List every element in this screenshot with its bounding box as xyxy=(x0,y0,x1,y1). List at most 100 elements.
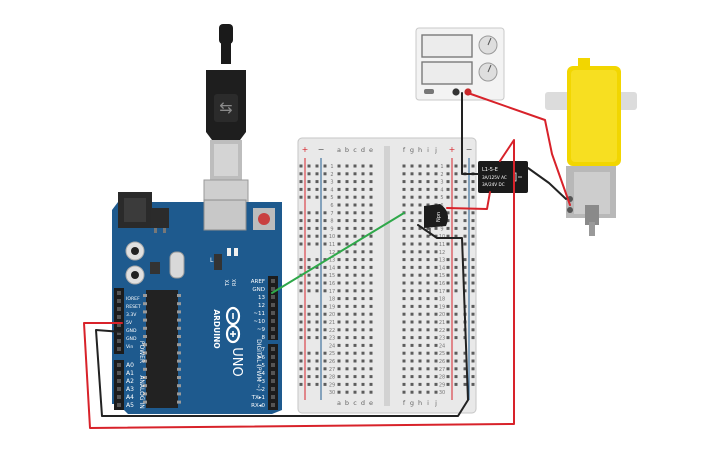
rail-hole[interactable] xyxy=(471,226,475,230)
rail-hole[interactable] xyxy=(463,273,467,277)
rail-hole[interactable] xyxy=(315,328,319,332)
rail-hole[interactable] xyxy=(471,180,475,184)
breadboard-hole[interactable] xyxy=(369,359,373,363)
rail-hole[interactable] xyxy=(463,180,467,184)
breadboard-hole[interactable] xyxy=(402,351,406,355)
rail-hole[interactable] xyxy=(454,351,458,355)
rail-hole[interactable] xyxy=(299,258,303,262)
rail-hole[interactable] xyxy=(446,367,450,371)
breadboard-hole[interactable] xyxy=(353,211,357,215)
breadboard-hole[interactable] xyxy=(345,187,349,191)
rail-hole[interactable] xyxy=(446,289,450,293)
breadboard-hole[interactable] xyxy=(345,211,349,215)
rail-hole[interactable] xyxy=(454,304,458,308)
breadboard-hole[interactable] xyxy=(353,304,357,308)
breadboard-hole[interactable] xyxy=(410,312,414,316)
breadboard-hole[interactable] xyxy=(434,351,438,355)
rail-hole[interactable] xyxy=(307,226,311,230)
breadboard-hole[interactable] xyxy=(410,258,414,262)
rail-hole[interactable] xyxy=(446,195,450,199)
rail-hole[interactable] xyxy=(323,242,327,246)
breadboard-hole[interactable] xyxy=(361,203,365,207)
rail-hole[interactable] xyxy=(463,359,467,363)
breadboard-hole[interactable] xyxy=(410,289,414,293)
breadboard-hole[interactable] xyxy=(418,172,422,176)
breadboard-hole[interactable] xyxy=(434,328,438,332)
rail-hole[interactable] xyxy=(299,187,303,191)
breadboard-hole[interactable] xyxy=(426,328,430,332)
breadboard-hole[interactable] xyxy=(410,281,414,285)
rail-hole[interactable] xyxy=(323,219,327,223)
rail-hole[interactable] xyxy=(454,375,458,379)
rail-hole[interactable] xyxy=(446,265,450,269)
breadboard-hole[interactable] xyxy=(434,172,438,176)
rail-hole[interactable] xyxy=(463,242,467,246)
breadboard-hole[interactable] xyxy=(369,203,373,207)
rail-hole[interactable] xyxy=(463,351,467,355)
breadboard-hole[interactable] xyxy=(410,351,414,355)
rail-hole[interactable] xyxy=(471,382,475,386)
rail-hole[interactable] xyxy=(323,180,327,184)
rail-hole[interactable] xyxy=(315,289,319,293)
rail-hole[interactable] xyxy=(307,242,311,246)
breadboard-hole[interactable] xyxy=(345,164,349,168)
breadboard-hole[interactable] xyxy=(353,281,357,285)
rail-hole[interactable] xyxy=(307,273,311,277)
rail-hole[interactable] xyxy=(323,234,327,238)
rail-hole[interactable] xyxy=(307,219,311,223)
rail-hole[interactable] xyxy=(446,359,450,363)
rail-hole[interactable] xyxy=(471,234,475,238)
rail-hole[interactable] xyxy=(323,367,327,371)
rail-hole[interactable] xyxy=(446,375,450,379)
rail-hole[interactable] xyxy=(315,359,319,363)
breadboard-hole[interactable] xyxy=(337,375,341,379)
breadboard-hole[interactable] xyxy=(402,375,406,379)
breadboard-hole[interactable] xyxy=(434,250,438,254)
breadboard-hole[interactable] xyxy=(369,312,373,316)
breadboard-hole[interactable] xyxy=(345,273,349,277)
rail-hole[interactable] xyxy=(315,281,319,285)
breadboard-hole[interactable] xyxy=(418,273,422,277)
rail-hole[interactable] xyxy=(307,304,311,308)
rail-hole[interactable] xyxy=(454,367,458,371)
breadboard-hole[interactable] xyxy=(369,320,373,324)
breadboard-hole[interactable] xyxy=(361,359,365,363)
rail-hole[interactable] xyxy=(446,187,450,191)
rail-hole[interactable] xyxy=(323,195,327,199)
rail-hole[interactable] xyxy=(446,226,450,230)
breadboard-hole[interactable] xyxy=(369,328,373,332)
rail-hole[interactable] xyxy=(307,187,311,191)
breadboard-hole[interactable] xyxy=(369,367,373,371)
rail-hole[interactable] xyxy=(315,367,319,371)
rail-hole[interactable] xyxy=(471,320,475,324)
rail-hole[interactable] xyxy=(315,304,319,308)
rail-hole[interactable] xyxy=(463,219,467,223)
breadboard-hole[interactable] xyxy=(434,180,438,184)
breadboard-hole[interactable] xyxy=(402,234,406,238)
breadboard-hole[interactable] xyxy=(353,203,357,207)
breadboard-hole[interactable] xyxy=(434,312,438,316)
breadboard-hole[interactable] xyxy=(345,195,349,199)
breadboard-hole[interactable] xyxy=(369,172,373,176)
breadboard-hole[interactable] xyxy=(369,343,373,347)
rail-hole[interactable] xyxy=(471,367,475,371)
breadboard-hole[interactable] xyxy=(426,265,430,269)
breadboard-hole[interactable] xyxy=(369,219,373,223)
breadboard-hole[interactable] xyxy=(410,250,414,254)
breadboard-hole[interactable] xyxy=(345,351,349,355)
rail-hole[interactable] xyxy=(454,258,458,262)
breadboard-hole[interactable] xyxy=(418,226,422,230)
rail-hole[interactable] xyxy=(323,375,327,379)
rail-hole[interactable] xyxy=(299,234,303,238)
rail-hole[interactable] xyxy=(315,382,319,386)
rail-hole[interactable] xyxy=(299,328,303,332)
breadboard-hole[interactable] xyxy=(337,211,341,215)
breadboard-hole[interactable] xyxy=(361,328,365,332)
breadboard-hole[interactable] xyxy=(402,367,406,371)
breadboard-hole[interactable] xyxy=(369,265,373,269)
breadboard-hole[interactable] xyxy=(337,359,341,363)
breadboard-hole[interactable] xyxy=(345,328,349,332)
breadboard-hole[interactable] xyxy=(410,203,414,207)
breadboard-hole[interactable] xyxy=(345,336,349,340)
breadboard-hole[interactable] xyxy=(337,390,341,394)
